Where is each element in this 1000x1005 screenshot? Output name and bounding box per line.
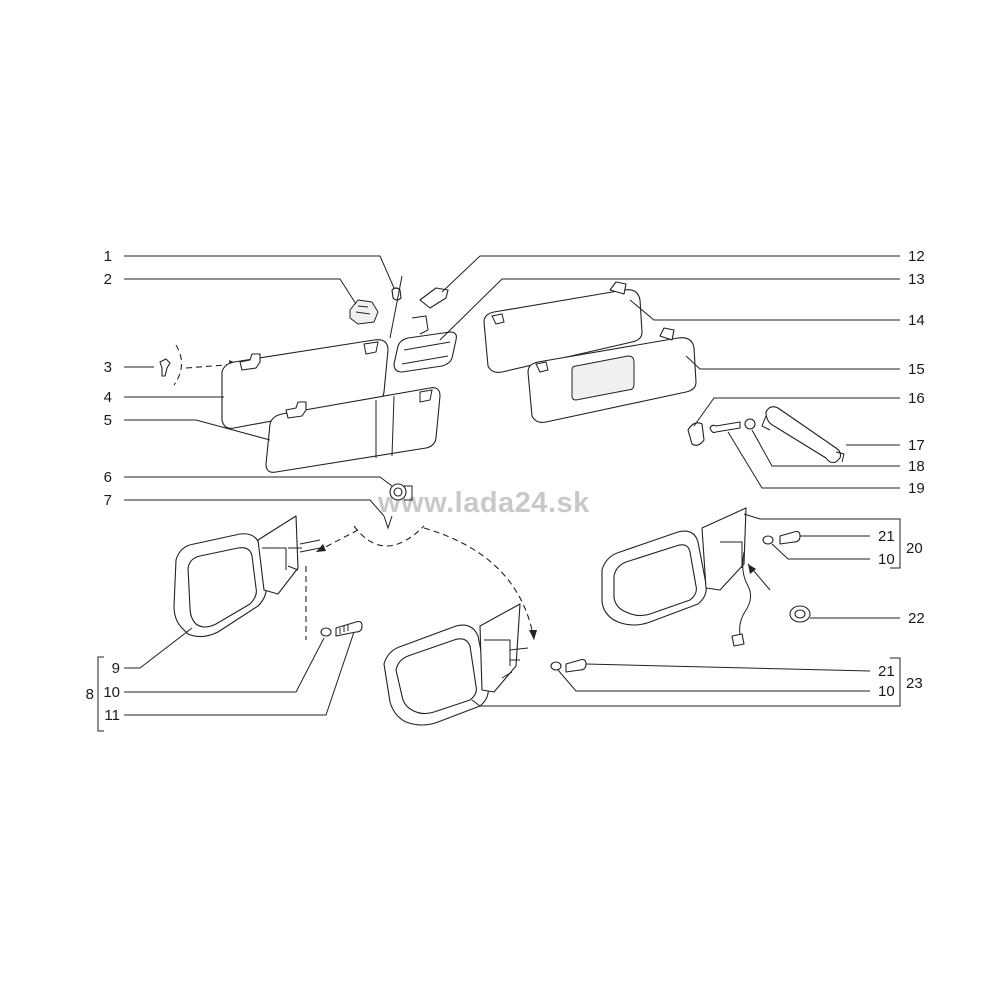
callout-5: 5 bbox=[104, 412, 112, 429]
callout-21-center: 21 bbox=[878, 663, 895, 680]
screw-part-19 bbox=[709, 421, 741, 434]
callout-13: 13 bbox=[908, 271, 925, 288]
washer-part-10-center bbox=[550, 661, 562, 671]
callout-12: 12 bbox=[908, 248, 925, 265]
grommet-part-22 bbox=[789, 605, 811, 623]
bracket-group-23 bbox=[890, 657, 901, 707]
callout-19: 19 bbox=[908, 480, 925, 497]
callout-18: 18 bbox=[908, 458, 925, 475]
grommet-part-6 bbox=[389, 483, 413, 501]
washer-part-10-left bbox=[320, 627, 332, 637]
dashed-arc-7 bbox=[353, 525, 425, 547]
rearview-mirror-part-13 bbox=[393, 315, 457, 373]
watermark: www.lada24.sk bbox=[377, 487, 590, 519]
dashed-arrow-center bbox=[423, 527, 535, 641]
bracket-group-8 bbox=[97, 656, 104, 732]
callout-21-right: 21 bbox=[878, 528, 895, 545]
clip-part-7 bbox=[383, 515, 393, 530]
leader-lines bbox=[124, 255, 900, 716]
cover-part-12 bbox=[419, 287, 449, 309]
outside-mirror-center bbox=[383, 603, 529, 726]
sun-visor-part-15 bbox=[527, 327, 697, 423]
callout-16: 16 bbox=[908, 390, 925, 407]
washer-part-18 bbox=[744, 418, 756, 430]
callout-10-left: 10 bbox=[103, 684, 120, 701]
callout-15: 15 bbox=[908, 361, 925, 378]
dashed-arc-3 bbox=[173, 344, 183, 386]
callout-7: 7 bbox=[104, 492, 112, 509]
washer-part-10-right bbox=[762, 535, 774, 545]
screw-part-3 bbox=[159, 358, 171, 377]
bracket-group-20 bbox=[890, 518, 901, 569]
callout-3: 3 bbox=[104, 359, 112, 376]
grab-handle-part-17 bbox=[761, 406, 845, 464]
callout-20: 20 bbox=[906, 540, 923, 557]
visor-holder-part-2 bbox=[349, 299, 379, 325]
screw-part-21-right bbox=[779, 530, 801, 545]
cap-part-16 bbox=[687, 422, 705, 446]
callout-2: 2 bbox=[104, 271, 112, 288]
callout-11: 11 bbox=[104, 707, 120, 724]
outside-mirror-right bbox=[601, 507, 747, 626]
outside-mirror-left bbox=[173, 515, 321, 638]
callout-14: 14 bbox=[908, 312, 925, 329]
sun-visor-part-5 bbox=[265, 387, 441, 473]
screw-part-11 bbox=[335, 620, 363, 637]
callout-22: 22 bbox=[908, 610, 925, 627]
callout-9: 9 bbox=[112, 660, 120, 677]
callout-10-center: 10 bbox=[878, 683, 895, 700]
wiring-harness bbox=[731, 551, 752, 647]
callout-1: 1 bbox=[104, 248, 112, 265]
callout-8: 8 bbox=[86, 686, 94, 703]
dashed-arrow-left bbox=[315, 529, 359, 553]
callout-17: 17 bbox=[908, 437, 925, 454]
callout-23: 23 bbox=[906, 675, 923, 692]
callout-6: 6 bbox=[104, 469, 112, 486]
callout-10-right: 10 bbox=[878, 551, 895, 568]
callout-4: 4 bbox=[104, 389, 112, 406]
screw-part-21-center bbox=[565, 658, 587, 673]
sun-visor-part-14 bbox=[483, 281, 643, 373]
